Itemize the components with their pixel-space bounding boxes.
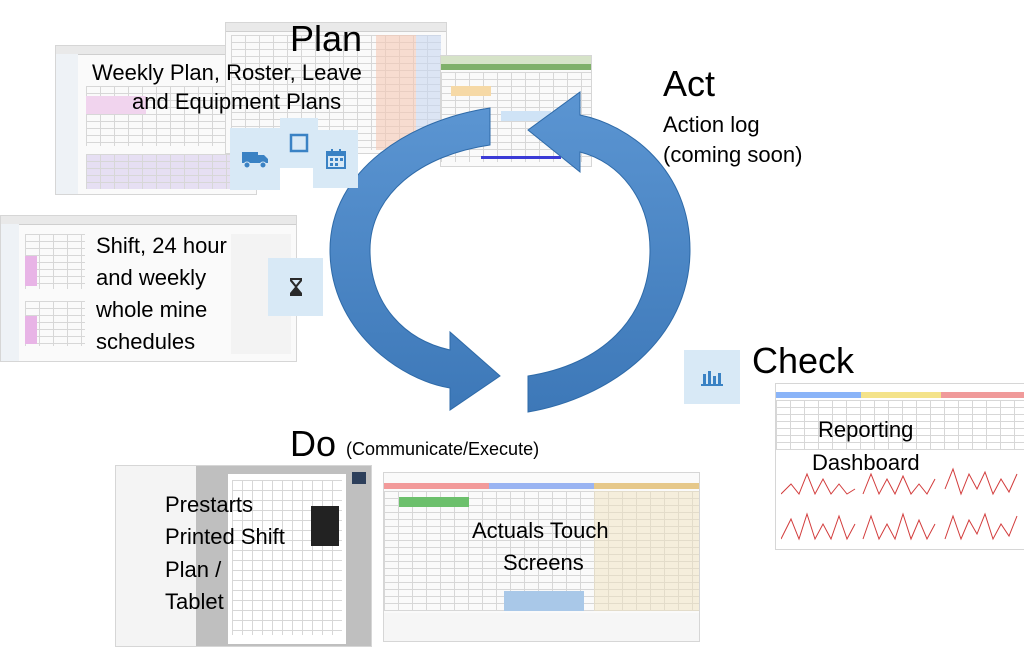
check-line1: Reporting xyxy=(818,417,914,442)
dashboard-mini-charts xyxy=(781,467,1018,541)
act-line2: (coming soon) xyxy=(663,142,803,167)
calendar-icon-tile xyxy=(313,130,358,188)
plan-subtitle-line2: and Equipment Plans xyxy=(132,89,342,114)
act-title: Act xyxy=(663,63,716,104)
square-icon xyxy=(289,133,309,153)
truck-icon xyxy=(242,152,268,169)
plan-subtitle-line1: Weekly Plan, Roster, Leave xyxy=(92,60,362,85)
do-subtitle: (Communicate/Execute) xyxy=(346,439,540,459)
calendar-icon xyxy=(325,149,346,169)
act-line1: Action log xyxy=(663,112,760,137)
schedule-screenshot xyxy=(0,215,297,362)
schedule-line3: whole mine xyxy=(96,297,208,322)
do-title: Do xyxy=(290,423,337,464)
prestarts-line1: Prestarts xyxy=(165,492,254,517)
prestarts-line3: Plan / xyxy=(165,557,222,582)
truck-icon-tile xyxy=(230,128,280,190)
bar-chart-icon-tile xyxy=(684,350,740,404)
check-title: Check xyxy=(752,340,855,381)
schedule-line4: schedules xyxy=(96,329,196,354)
square-icon-tile xyxy=(280,118,318,168)
check-line2: Dashboard xyxy=(812,450,920,475)
hourglass-icon xyxy=(289,278,302,296)
pdca-cycle-arrows xyxy=(329,91,691,413)
check-to-plan-arrow xyxy=(527,91,691,413)
schedule-line1: Shift, 24 hour xyxy=(96,233,227,258)
weekly-plan-screenshot xyxy=(55,45,257,195)
actuals-line2: Screens xyxy=(503,550,584,575)
plan-title: Plan xyxy=(290,18,363,59)
reporting-dashboard-screenshot xyxy=(775,383,1024,550)
schedule-line2: and weekly xyxy=(96,265,207,290)
prestarts-line4: Tablet xyxy=(165,589,224,614)
actuals-line1: Actuals Touch xyxy=(472,518,609,543)
bar-chart-icon xyxy=(701,371,723,386)
touch-screen-screenshot xyxy=(383,472,700,642)
hourglass-icon-tile xyxy=(268,258,323,316)
print-preview-screenshot xyxy=(115,465,372,647)
prestarts-line2: Printed Shift xyxy=(165,524,285,549)
